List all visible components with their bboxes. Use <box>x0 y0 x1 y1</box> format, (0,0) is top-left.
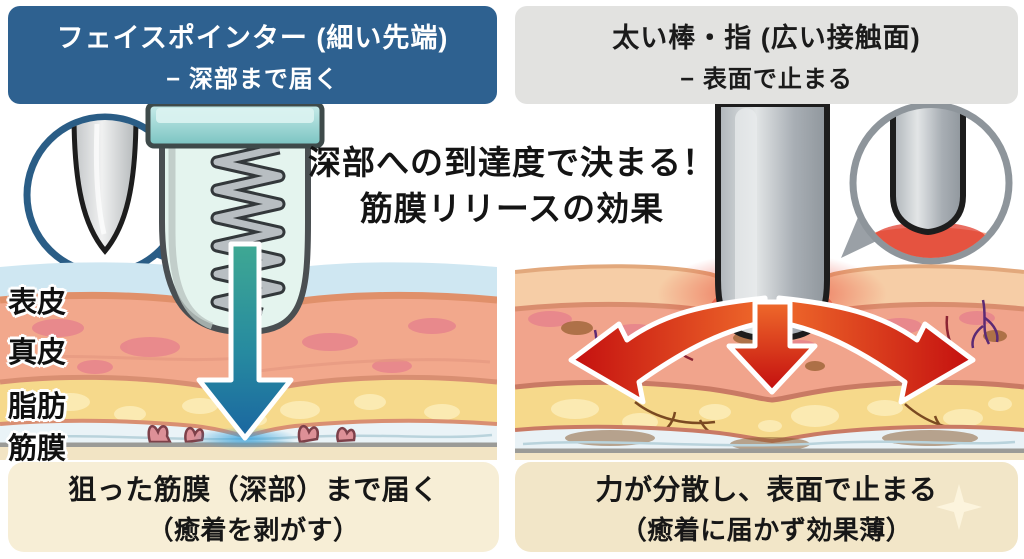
left-header-title: フェイスポインター (細い先端) <box>56 23 449 53</box>
main-title-line2: 筋膜リリースの効果 <box>359 189 665 227</box>
zoom-callout-left <box>23 113 202 277</box>
left-header-subtitle: − 深部まで届く <box>166 66 339 93</box>
spread-arrow-right <box>774 295 976 405</box>
label-dermis: 真皮 <box>8 337 67 369</box>
left-illustration <box>0 104 497 460</box>
right-header-subtitle: − 表面で止まる <box>680 66 853 93</box>
thick-rod-tool <box>715 104 830 342</box>
thin-tip-closeup <box>71 120 139 255</box>
right-header-title: 太い棒・指 (広い接触面) <box>612 23 921 53</box>
spread-arrow-down <box>726 299 818 395</box>
left-caption-line2: （癒着を剥がす） <box>147 514 360 545</box>
main-title: 深部への到達度で決まる！ 筋膜リリースの効果 <box>262 140 762 231</box>
face-pointer-tool <box>145 104 325 336</box>
deep-arrow <box>196 241 294 441</box>
zoom-callout-right <box>841 104 1013 265</box>
right-caption-line2: （癒着に届かず効果薄） <box>620 514 913 545</box>
spread-arrows <box>568 295 976 405</box>
label-fascia: 筋膜 <box>8 433 67 465</box>
left-panel-caption: 狙った筋膜（深部）まで届く （癒着を剥がす） <box>8 462 499 552</box>
right-panel-header: 太い棒・指 (広い接触面) − 表面で止まる <box>515 6 1018 104</box>
label-epidermis: 表皮 <box>8 287 67 319</box>
spread-arrow-left <box>568 295 770 405</box>
spring-coil <box>210 141 286 321</box>
right-panel-caption: 力が分散し、表面で止まる （癒着に届かず効果薄） <box>515 462 1018 552</box>
right-illustration <box>515 104 1024 460</box>
main-title-line1: 深部への到達度で決まる！ <box>308 144 716 181</box>
label-fat: 脂肪 <box>8 391 67 423</box>
wide-tip-closeup <box>856 108 1006 258</box>
right-caption-line1: 力が分散し、表面で止まる <box>595 473 938 505</box>
left-caption-line1: 狙った筋膜（深部）まで届く <box>68 473 439 505</box>
left-panel-header: フェイスポインター (細い先端) − 深部まで届く <box>8 6 497 104</box>
dermis-cells <box>32 318 456 374</box>
